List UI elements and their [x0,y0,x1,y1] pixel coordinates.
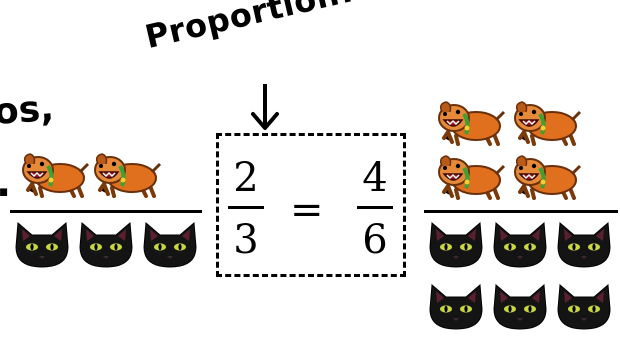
cat-icon [426,280,486,332]
dog-icon [92,150,162,200]
dog-icon [436,98,506,148]
cat-icon [554,218,614,270]
left-denominator: 3 [233,217,259,263]
cat-icon [490,280,550,332]
dog-icon [512,98,582,148]
cat-icon [12,218,72,270]
right-fraction-bar [357,206,393,209]
dog-icon [436,152,506,202]
cat-icon [426,218,486,270]
cat-icon [554,280,614,332]
cropped-heading-fragment: os, [0,87,56,133]
left-fraction-bar [228,206,264,209]
right-denominator: 6 [362,217,388,263]
cropped-punctuation: . [0,160,11,206]
cat-icon [76,218,136,270]
right-numerator: 4 [362,155,388,201]
left-numerator: 2 [233,155,259,201]
down-arrow-icon [251,84,279,130]
equals-sign: = [290,187,324,233]
dog-icon [20,150,90,200]
right-picture-fraction-bar [424,210,618,213]
proportion-box [216,133,406,277]
proportion-label: Proportion! [141,0,358,56]
dog-icon [512,152,582,202]
cat-icon [490,218,550,270]
left-picture-fraction-bar [10,210,202,213]
cat-icon [140,218,200,270]
